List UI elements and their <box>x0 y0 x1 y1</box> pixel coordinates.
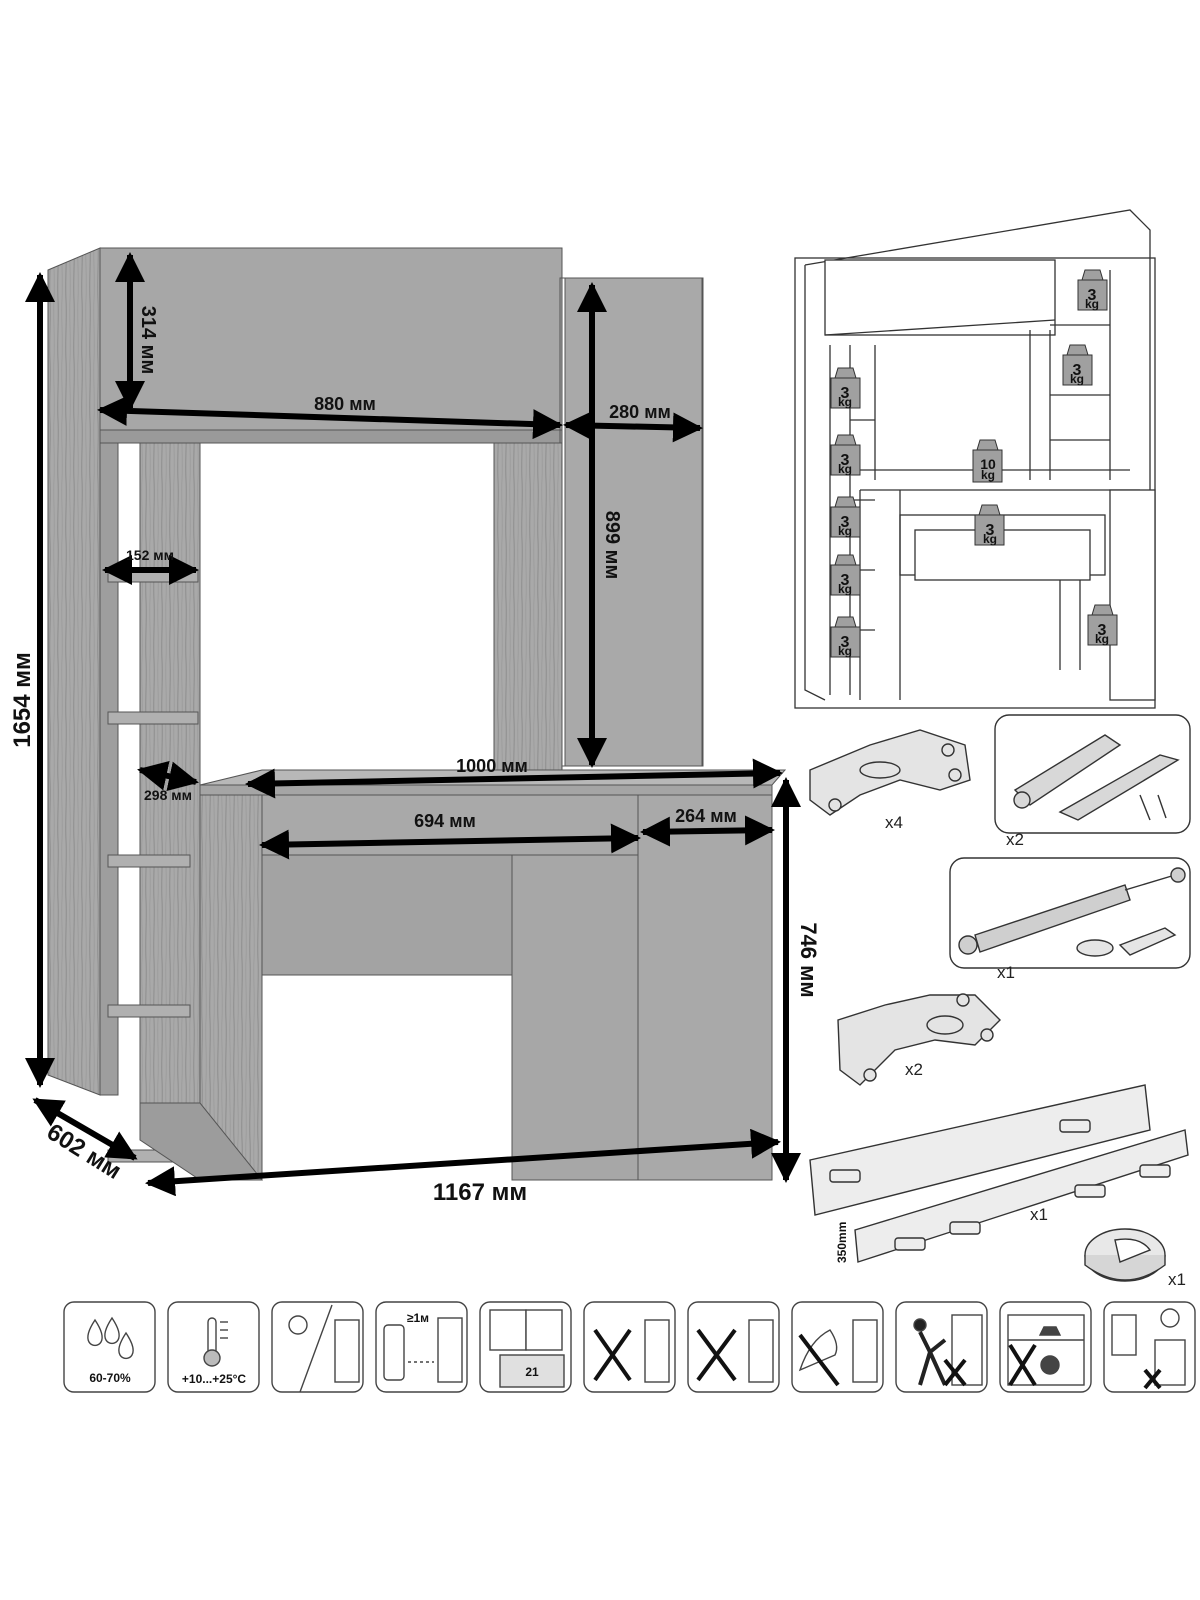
weight-unit: kg <box>838 644 852 658</box>
weight-top-right: 3 kg <box>1077 269 1108 311</box>
no-overload-icon <box>999 1301 1092 1393</box>
weight-unit: kg <box>838 462 852 476</box>
weight-value: 3 <box>841 452 850 469</box>
weight-value: 3 <box>986 522 995 539</box>
hardware-section: x4 x2 x1 x2 <box>809 714 1191 1289</box>
care-icons-row: 60-70% +10...+25°C ≥1м <box>63 1301 1196 1393</box>
push-latch-icon <box>1013 734 1180 821</box>
weight-unit: kg <box>983 532 997 546</box>
weight-unit: kg <box>838 395 852 409</box>
sunlight-icon <box>271 1301 364 1393</box>
desk-height-label: 746 мм <box>796 922 821 997</box>
hinge-set-icon <box>809 729 971 816</box>
total-width-label: 1167 мм <box>433 1179 527 1206</box>
weight-unit: kg <box>1070 372 1084 386</box>
right-section-width-label: 264 мм <box>675 806 737 826</box>
slides-qty: x1 <box>1030 1205 1048 1224</box>
weight-left-1: 3 kg <box>830 367 861 409</box>
weight-value: 3 <box>1073 362 1082 379</box>
humidity-icon: 60-70% <box>63 1301 156 1393</box>
slides-length-label: 350mm <box>835 1222 849 1263</box>
desk-drawing <box>47 247 787 1181</box>
weight-left-4: 3 kg <box>830 554 861 596</box>
weight-value: 3 <box>841 514 850 531</box>
weight-value: 3 <box>841 572 850 589</box>
gas-lift-qty: x1 <box>997 963 1015 982</box>
desk-depth-label: 298 мм <box>144 787 192 803</box>
drawer-width-label: 694 мм <box>414 811 476 831</box>
weight-drawer: 3 kg <box>974 504 1005 546</box>
top-cabinet-height-label: 314 мм <box>137 306 159 375</box>
thermometer-icon: +10...+25°C <box>167 1301 260 1393</box>
temperature-label: +10...+25°C <box>182 1372 247 1386</box>
push-latch-qty: x2 <box>1006 830 1024 849</box>
calendar-days: 21 <box>525 1365 539 1379</box>
dimension-lines <box>25 252 801 1197</box>
weight-unit: kg <box>1085 297 1099 311</box>
weight-left-2: 3 kg <box>830 434 861 476</box>
weight-value: 3 <box>841 385 850 402</box>
weight-markers: 3 kg 3 kg 3 kg 3 kg 3 kg 3 kg <box>830 269 1118 658</box>
weight-right-mid: 3 kg <box>1062 344 1093 386</box>
weight-value: 3 <box>841 634 850 651</box>
desk-width-label: 1000 мм <box>456 756 528 776</box>
weight-unit: kg <box>981 468 995 482</box>
weight-center-desk: 10 kg <box>972 439 1003 483</box>
no-door-load-icon <box>1103 1301 1196 1393</box>
no-water-icon <box>583 1301 676 1393</box>
gas-lift-icon <box>958 867 1186 957</box>
weight-unit: kg <box>838 582 852 596</box>
right-column-width-label: 280 мм <box>609 402 671 422</box>
calendar-icon: 21 <box>479 1301 572 1393</box>
top-cabinet-width-label: 880 мм <box>314 394 376 414</box>
hinge-small-qty: x2 <box>905 1060 923 1079</box>
weight-left-5: 3 kg <box>830 616 861 658</box>
no-chemicals-icon <box>687 1301 780 1393</box>
heater-distance-icon: ≥1м <box>375 1301 468 1393</box>
no-pushing-icon <box>895 1301 988 1393</box>
weight-value: 3 <box>1088 287 1097 304</box>
total-height-label: 1654 мм <box>9 652 36 748</box>
hinge-small-icon <box>837 993 1001 1086</box>
weight-right-cabinet: 3 kg <box>1087 604 1118 646</box>
shelf-width-label: 152 мм <box>126 547 174 563</box>
weight-unit: kg <box>1095 632 1109 646</box>
hinge-set-qty: x4 <box>885 813 903 832</box>
heater-distance-label: ≥1м <box>407 1311 429 1325</box>
cable-grommet-icon <box>1084 1228 1166 1282</box>
weight-value: 10 <box>980 456 996 472</box>
weight-unit: kg <box>838 524 852 538</box>
humidity-label: 60-70% <box>89 1371 131 1385</box>
drawer-slides-icon <box>809 1084 1189 1263</box>
weight-value: 3 <box>1098 622 1107 639</box>
no-abrasive-icon <box>791 1301 884 1393</box>
weight-left-3: 3 kg <box>830 496 861 538</box>
grommet-qty: x1 <box>1168 1270 1186 1289</box>
right-column-height-label: 899 мм <box>601 511 623 580</box>
